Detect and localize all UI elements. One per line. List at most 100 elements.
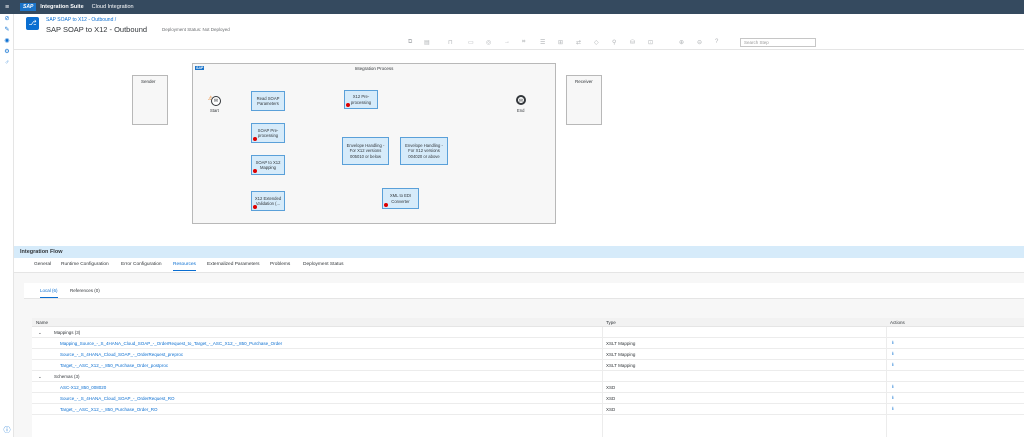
call-icon[interactable]: ⌗ bbox=[522, 39, 526, 45]
error-icon bbox=[384, 203, 388, 207]
process-title: Integration Process bbox=[354, 66, 394, 71]
step-envelope-below[interactable]: Envelope Handling - For X12 versions 005… bbox=[342, 137, 389, 165]
warning-icon[interactable]: ⚠ bbox=[208, 95, 213, 102]
group-row[interactable]: ⌄ Mappings (3) bbox=[32, 327, 1024, 338]
download-icon[interactable]: ⭳ bbox=[892, 384, 894, 390]
resources-table: Name Type Actions ⌄ Mappings (3) Mapping… bbox=[32, 318, 1024, 437]
paste-icon[interactable]: ▤ bbox=[424, 40, 430, 46]
routing-icon[interactable]: ⇄ bbox=[576, 40, 582, 46]
step-label: Read SOAP Parameters bbox=[256, 95, 280, 106]
resource-name[interactable]: Target_-_ASC_X12_-_850_Purchase_Order_RO bbox=[60, 407, 158, 412]
participant-icon[interactable]: ⊓ bbox=[448, 40, 453, 46]
transform-icon[interactable]: ⊞ bbox=[558, 40, 564, 46]
table-row[interactable]: Source_-_S_4HANA_Cloud_SOAP_-_OrderReque… bbox=[32, 393, 1024, 404]
resource-name[interactable]: Target_-_ASC_X12_-_850_Purchase_Order_po… bbox=[60, 363, 169, 368]
diagram-canvas[interactable]: Sender Receiver SAP Integration Process … bbox=[14, 50, 1024, 246]
info-icon[interactable]: ⓘ bbox=[3, 427, 11, 434]
step-label: Envelope Handling - For X12 versions 005… bbox=[346, 143, 385, 159]
zoom-in-icon[interactable]: ⊕ bbox=[679, 40, 685, 46]
mapping-icon[interactable]: ☰ bbox=[540, 40, 546, 46]
step-x12-pre[interactable]: X12 Pre-processing bbox=[344, 90, 378, 109]
design-icon[interactable]: ✎ bbox=[4, 27, 10, 33]
process-icon[interactable]: ▭ bbox=[468, 40, 474, 46]
resource-name[interactable]: Mapping_Source_-_S_4HANA_Cloud_SOAP_-_Or… bbox=[60, 341, 283, 346]
side-navigation: ⊘ ✎ ◉ ⚙ ♂ ⓘ bbox=[0, 14, 14, 437]
collapse-icon[interactable]: ⌄ bbox=[38, 330, 42, 335]
download-icon[interactable]: ⭳ bbox=[892, 340, 894, 346]
resource-name[interactable]: Source_-_S_4HANA_Cloud_SOAP_-_OrderReque… bbox=[60, 396, 175, 401]
download-icon[interactable]: ⭳ bbox=[892, 395, 894, 401]
tab-general[interactable]: General bbox=[34, 262, 52, 267]
sender-participant[interactable]: Sender bbox=[132, 75, 168, 125]
group-row[interactable]: ⌄ Schemas (3) bbox=[32, 371, 1024, 382]
step-label: XML to EDI Converter bbox=[389, 193, 412, 204]
zoom-out-icon[interactable]: ⊖ bbox=[697, 40, 703, 46]
step-label: X12 Extended Validation (... bbox=[254, 195, 282, 206]
table-row[interactable]: Target_-_ASC_X12_-_850_Purchase_Order_po… bbox=[32, 360, 1024, 371]
error-icon bbox=[253, 205, 257, 209]
tab-externalized[interactable]: Externalized Parameters bbox=[207, 262, 260, 267]
error-icon bbox=[253, 169, 257, 173]
start-label: Start bbox=[210, 108, 219, 113]
shell-bar: ≡ SAP Integration Suite Cloud Integratio… bbox=[0, 0, 1024, 14]
monitor-icon[interactable]: ◉ bbox=[4, 38, 10, 44]
diagram-toolbar: ⧉ ▤ ⊓ ▭ ◎ → ⌗ ☰ ⊞ ⇄ ◇ ⚲ ⛁ ⊡ ⊕ ⊖ ? Search… bbox=[14, 36, 1024, 50]
resource-name[interactable]: ASC-X12_850_008020 bbox=[60, 385, 107, 390]
menu-icon[interactable]: ≡ bbox=[4, 3, 10, 11]
step-label: Envelope Handling - For X12 versions 004… bbox=[405, 143, 443, 159]
group-label: Schemas (3) bbox=[54, 374, 80, 379]
settings-icon[interactable]: ⚙ bbox=[4, 49, 10, 55]
security-icon[interactable]: ⚲ bbox=[612, 40, 617, 46]
iflow-icon: ⎇ bbox=[26, 17, 39, 30]
persistence-icon[interactable]: ⛁ bbox=[630, 40, 636, 46]
download-icon[interactable]: ⭳ bbox=[892, 351, 894, 357]
event-icon[interactable]: ◎ bbox=[486, 40, 492, 46]
end-label: End bbox=[517, 108, 525, 113]
col-type[interactable]: Type bbox=[606, 320, 616, 325]
help-icon[interactable]: ? bbox=[715, 39, 719, 45]
copy-icon[interactable]: ⧉ bbox=[408, 39, 413, 45]
tab-deployment[interactable]: Deployment Status bbox=[303, 262, 344, 267]
tab-runtime[interactable]: Runtime Configuration bbox=[61, 262, 109, 267]
download-icon[interactable]: ⭳ bbox=[892, 362, 894, 368]
discover-icon[interactable]: ⊘ bbox=[4, 16, 10, 22]
step-xml-to-edi[interactable]: XML to EDI Converter bbox=[382, 188, 419, 209]
breadcrumb[interactable]: SAP SOAP to X12 - Outbound / bbox=[46, 17, 117, 23]
subtab-local[interactable]: Local (6) bbox=[40, 288, 58, 298]
step-soap-to-x12[interactable]: SOAP to X12 Mapping bbox=[251, 155, 285, 175]
col-actions: Actions bbox=[890, 320, 905, 325]
group-label: Mappings (3) bbox=[54, 330, 81, 335]
step-read-soap[interactable]: Read SOAP Parameters bbox=[251, 91, 285, 111]
connector-icon[interactable]: → bbox=[504, 39, 510, 45]
table-row[interactable]: Target_-_ASC_X12_-_850_Purchase_Order_RO… bbox=[32, 404, 1024, 415]
step-envelope-above[interactable]: Envelope Handling - For X12 versions 004… bbox=[400, 137, 448, 165]
column-divider bbox=[602, 318, 603, 437]
step-soap-pre[interactable]: SOAP Pre-processing bbox=[251, 123, 285, 143]
validator-icon[interactable]: ⊡ bbox=[648, 40, 654, 46]
receiver-participant[interactable]: Receiver bbox=[566, 75, 602, 125]
search-input[interactable]: Search Step bbox=[740, 38, 816, 47]
resource-type: XSD bbox=[606, 407, 616, 412]
sap-logo[interactable]: SAP bbox=[20, 3, 37, 11]
page-title: SAP SOAP to X12 - Outbound bbox=[46, 25, 148, 34]
table-row[interactable]: Mapping_Source_-_S_4HANA_Cloud_SOAP_-_Or… bbox=[32, 338, 1024, 349]
col-name[interactable]: Name bbox=[36, 320, 49, 325]
tab-resources[interactable]: Resources bbox=[173, 262, 196, 271]
end-event[interactable]: ✉ bbox=[516, 95, 526, 105]
resource-name[interactable]: Source_-_S_4HANA_Cloud_SOAP_-_OrderReque… bbox=[60, 352, 184, 357]
table-header: Name Type Actions bbox=[32, 318, 1024, 327]
gateway-icon[interactable]: ◇ bbox=[594, 40, 599, 46]
resource-type: XSD bbox=[606, 396, 616, 401]
start-event[interactable]: ✉ bbox=[211, 96, 221, 106]
step-x12-validation[interactable]: X12 Extended Validation (... bbox=[251, 191, 285, 211]
key-icon[interactable]: ♂ bbox=[4, 60, 10, 66]
tab-error[interactable]: Error Configuration bbox=[121, 262, 162, 267]
download-icon[interactable]: ⭳ bbox=[892, 406, 894, 412]
subtab-references[interactable]: References (0) bbox=[70, 288, 100, 293]
table-row[interactable]: ASC-X12_850_008020 XSD ⭳ bbox=[32, 382, 1024, 393]
deployment-status: Deployment Status: Not Deployed bbox=[162, 27, 230, 32]
table-row[interactable]: Source_-_S_4HANA_Cloud_SOAP_-_OrderReque… bbox=[32, 349, 1024, 360]
tab-problems[interactable]: Problems bbox=[270, 262, 291, 267]
collapse-icon[interactable]: ⌄ bbox=[38, 374, 42, 379]
resource-type: XSLT Mapping bbox=[606, 363, 636, 368]
